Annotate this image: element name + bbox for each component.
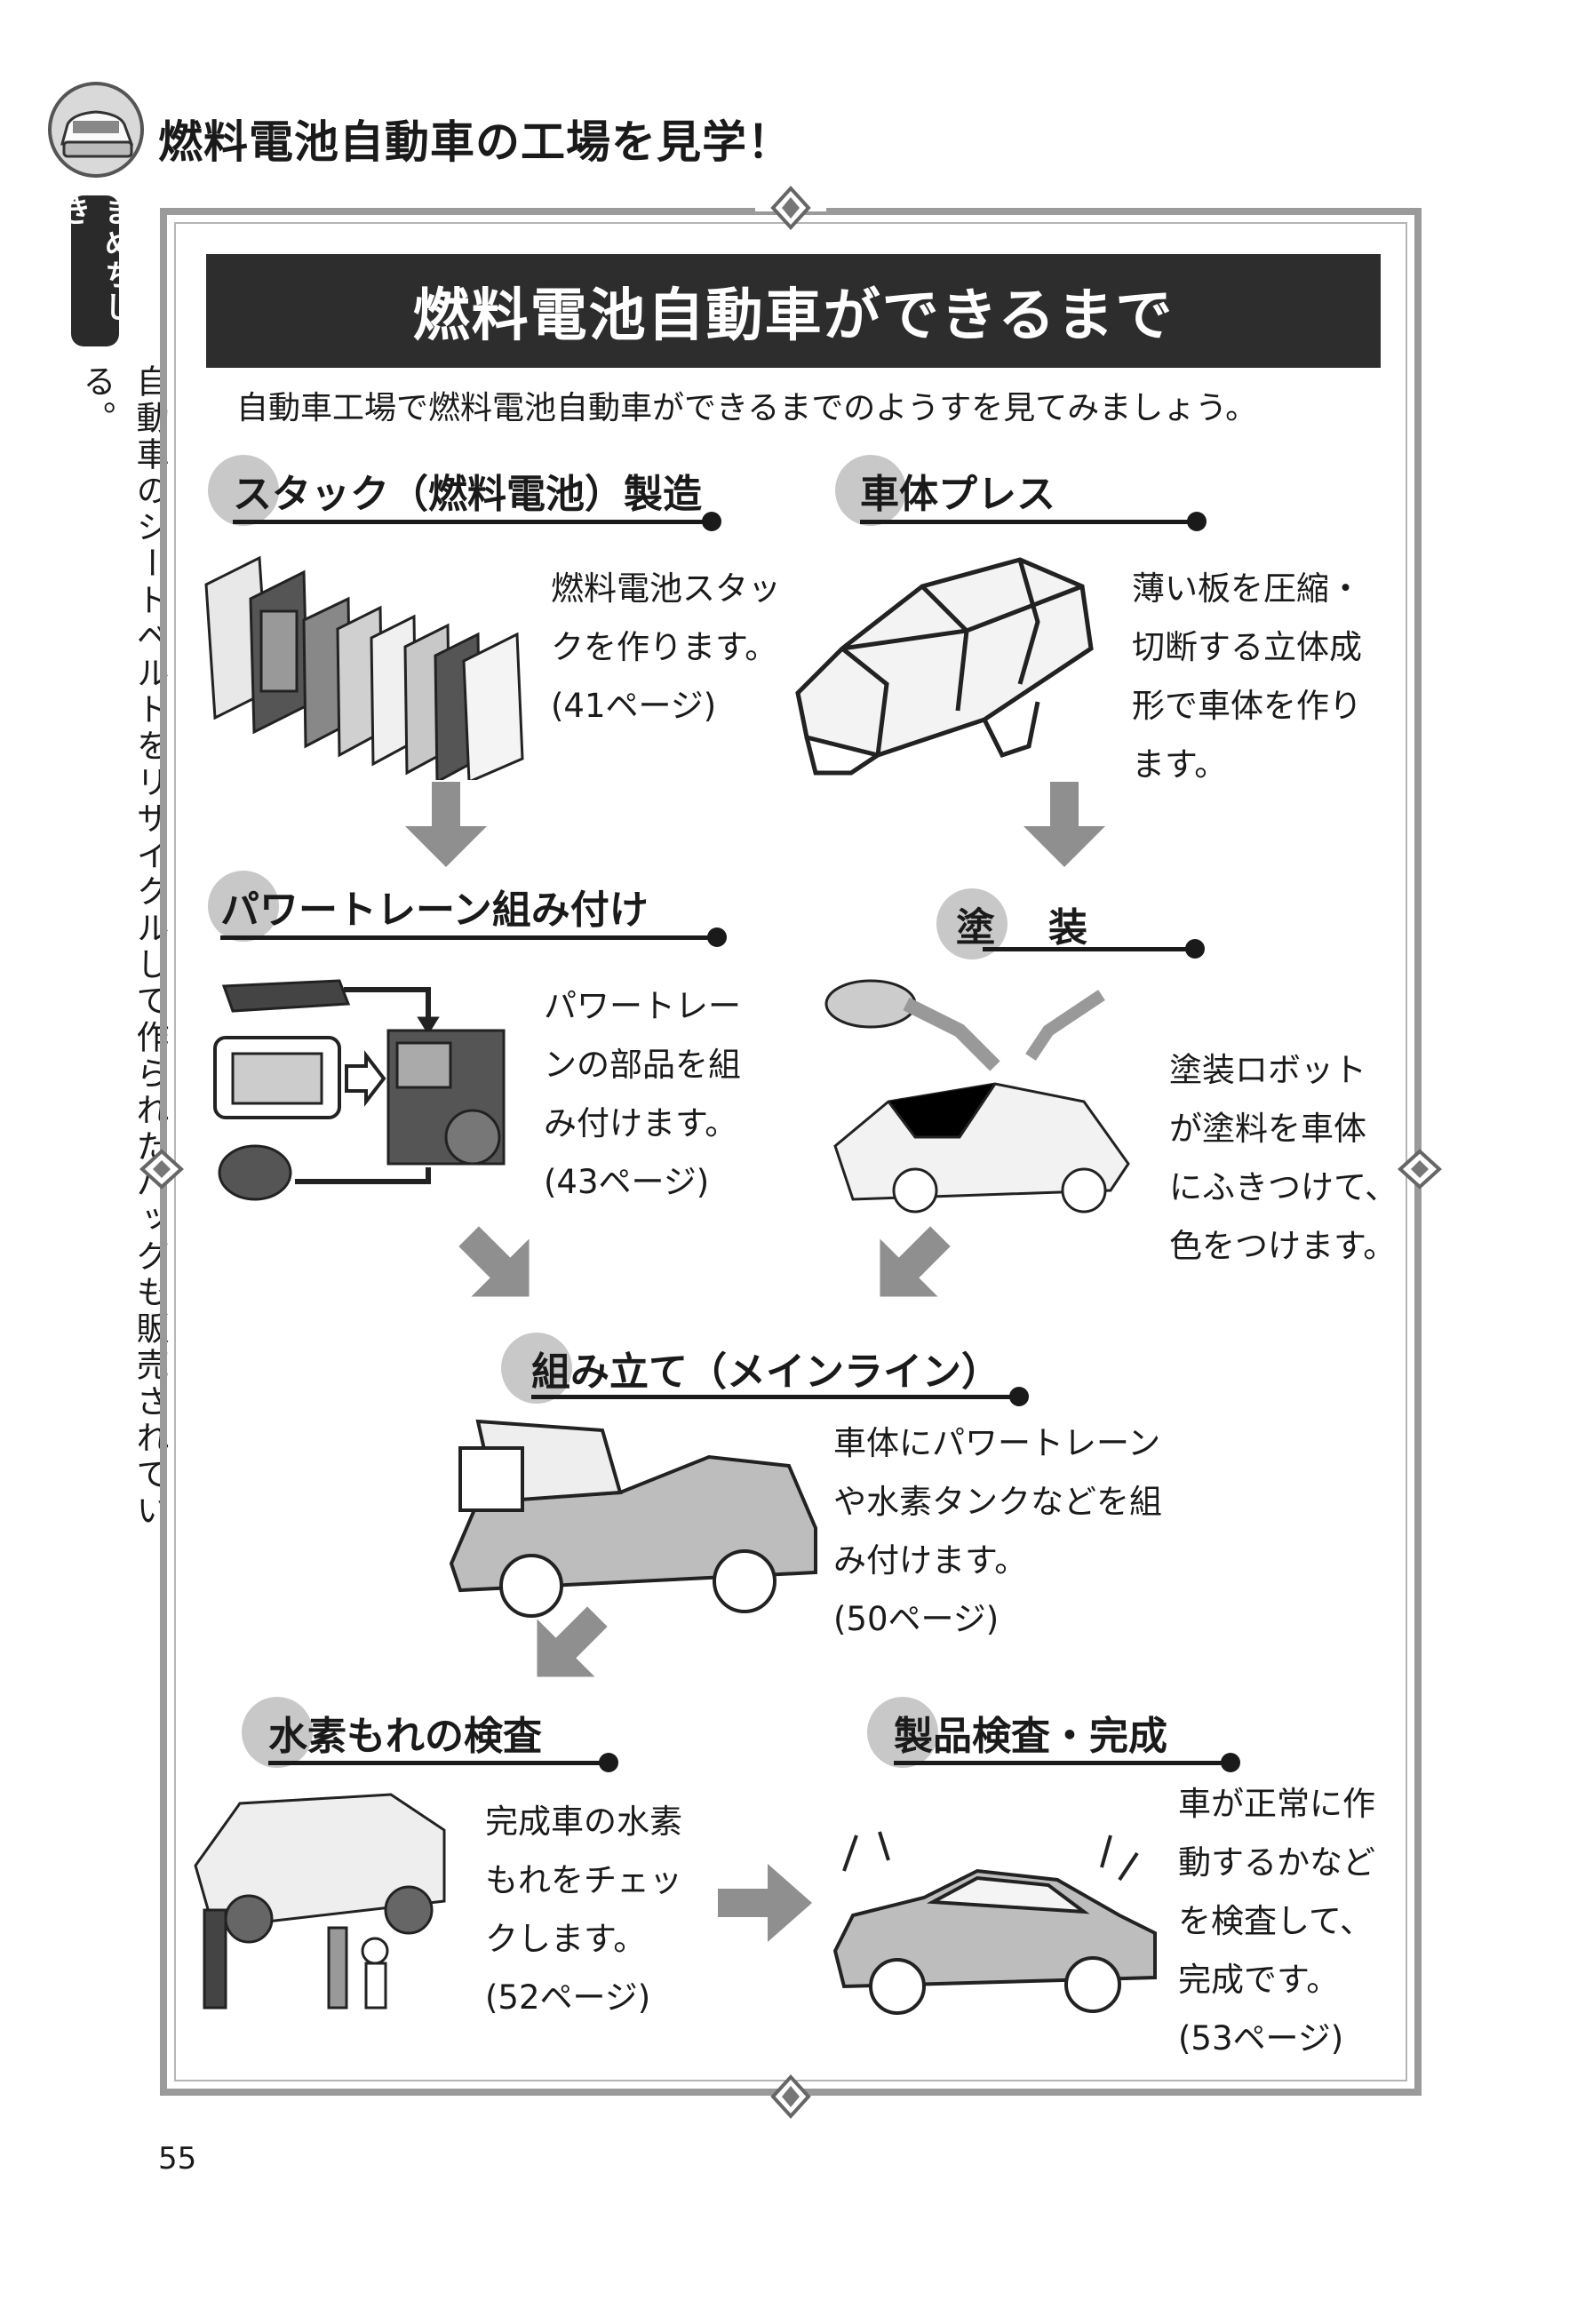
leak-check-lift-illustration (194, 1793, 446, 2010)
flow-arrow-down-icon (1023, 782, 1105, 867)
heading-underline (860, 520, 1198, 524)
step-text-powertrain: パワートレーンの部品を組 み付けます。(43ページ) (544, 987, 741, 1201)
finished-car-illustration (832, 1831, 1157, 2015)
heading-dot (702, 512, 721, 531)
trivia-tag: まめちしき (55, 195, 134, 346)
frame-ornament-bottom (770, 2074, 811, 2119)
heading-dot (599, 1753, 618, 1772)
step-text-painting: 塗装ロボットが塗料を車体 にふきつけて、色をつけます。 (1169, 1051, 1398, 1265)
heading-accent-circle (208, 871, 279, 942)
heading-dot (1009, 1387, 1029, 1406)
heading-accent-circle (242, 1697, 313, 1768)
step-heading-assembly: 組み立て（メインライン） (531, 1349, 1000, 1395)
heading-underline (983, 947, 1196, 951)
heading-accent-circle (835, 455, 906, 526)
frame-ornament-right (1398, 1149, 1442, 1190)
step-text-stack: 燃料電池スタックを作ります。 (41ページ) (551, 569, 781, 725)
step-text-final: 車が正常に作動するかなど を検査して、完成です。 (53ページ) (1178, 1785, 1375, 2057)
painting-robot-illustration (824, 979, 1130, 1214)
step-text-leak-check: 完成車の水素もれをチェッ クします。(52ページ) (485, 1803, 682, 2017)
assembly-car-illustration (449, 1419, 817, 1618)
fuel-cell-stack-illustration (204, 555, 524, 780)
step-heading-final: 製品検査・完成 (894, 1714, 1167, 1759)
heading-dot (707, 927, 727, 947)
car-body-frame-illustration (795, 557, 1094, 776)
flow-arrow-diagonal-icon (537, 1606, 608, 1677)
heading-underline (233, 520, 713, 524)
step-heading-body-press: 車体プレス (860, 472, 1055, 517)
heading-accent-circle (208, 455, 279, 526)
step-heading-powertrain: パワートレーン組み付け (220, 887, 649, 933)
page-number: 55 (158, 2141, 197, 2177)
flow-arrow-down-icon (405, 782, 487, 867)
heading-underline (531, 1395, 1020, 1399)
powertrain-illustration (213, 979, 506, 1201)
heading-dot (1187, 512, 1207, 531)
heading-underline (220, 935, 718, 940)
heading-accent-circle (867, 1697, 938, 1768)
flow-arrow-right-icon (718, 1864, 812, 1942)
step-heading-painting: 塗 装 (956, 905, 1095, 951)
heading-underline (894, 1761, 1231, 1765)
frame-ornament-top (755, 186, 826, 230)
heading-dot (1185, 939, 1205, 959)
flow-arrow-diagonal-icon (880, 1226, 951, 1297)
page-title: 燃料電池自動車の工場を見学！ (158, 116, 792, 168)
heading-underline (268, 1761, 609, 1765)
heading-dot (1221, 1753, 1240, 1772)
step-heading-leak-check: 水素もれの検査 (268, 1714, 542, 1759)
intro-text: 自動車工場で燃料電池自動車ができるまでのようすを見てみましょう。 (236, 390, 1258, 426)
step-text-body-press: 薄い板を圧縮・切断する立体成 形で車体を作ります。 (1132, 569, 1362, 784)
car-thumbnail-icon (48, 82, 144, 178)
frame-ornament-left (139, 1149, 184, 1190)
heading-accent-circle (501, 1333, 572, 1404)
step-heading-stack: スタック（燃料電池）製造 (233, 472, 702, 517)
section-banner: 燃料電池自動車ができるまで (206, 254, 1381, 368)
flow-arrow-diagonal-icon (458, 1226, 530, 1297)
step-text-assembly: 車体にパワートレーンや水素タンクなどを組 み付けます。(50ページ) (833, 1424, 1162, 1638)
